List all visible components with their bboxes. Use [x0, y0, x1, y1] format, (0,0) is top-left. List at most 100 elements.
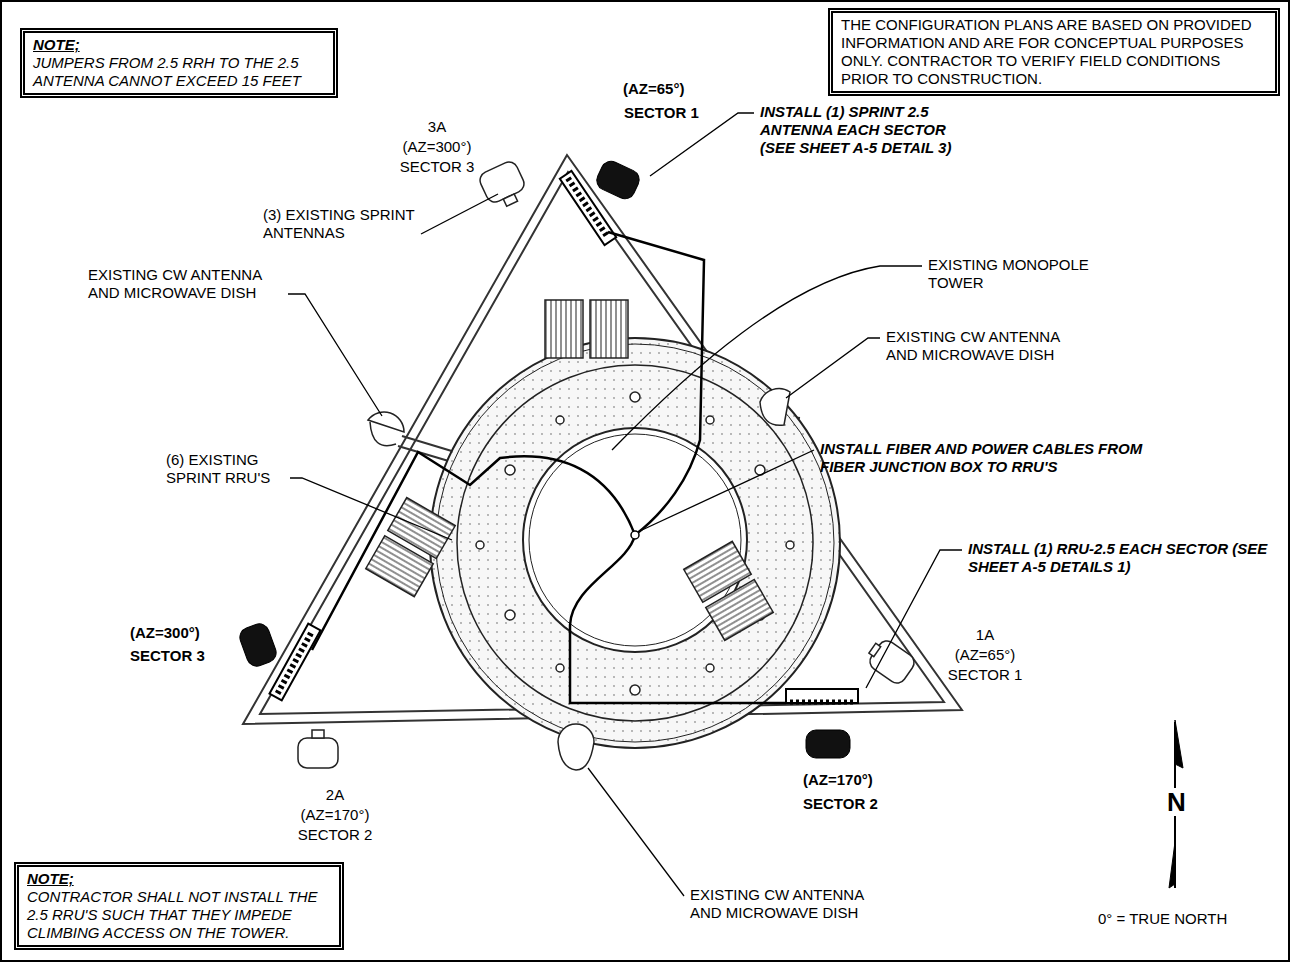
monopole-ring [457, 365, 813, 721]
new-antenna [594, 158, 643, 202]
ring-bolt [786, 541, 794, 549]
existing-antenna [869, 643, 881, 656]
microwave-dish [760, 389, 790, 426]
leader-line [866, 550, 962, 688]
fiber-cable [312, 452, 635, 650]
existing-rru [366, 498, 455, 597]
existing-rru [366, 300, 773, 640]
existing-antenna [298, 738, 338, 768]
existing-antenna [312, 730, 324, 738]
callout-label: (6) EXISTING SPRINT RRU'S [166, 451, 294, 487]
north-letter: N [1166, 788, 1187, 816]
fiber-cable [608, 232, 704, 535]
new-rru [786, 689, 858, 703]
ring-bolt [556, 416, 564, 424]
ring-bolt [630, 685, 640, 695]
callout-label: EXISTING CW ANTENNA AND MICROWAVE DISH [88, 266, 286, 302]
monopole-ring [436, 344, 834, 742]
monopole-ring [430, 338, 840, 748]
callout-label: (AZ=65°) [925, 646, 1045, 664]
callout-label: INSTALL (1) RRU-2.5 EACH SECTOR (SEE SHE… [968, 540, 1280, 576]
monopole-ring [430, 338, 840, 748]
existing-rru [590, 300, 628, 358]
callout-label: EXISTING MONOPOLE TOWER [928, 256, 1093, 292]
leader-line [642, 450, 814, 530]
new-rru [568, 178, 608, 238]
existing-antenna [477, 159, 527, 205]
new-rru [560, 171, 616, 245]
callout-label: (3) EXISTING SPRINT ANTENNAS [263, 206, 428, 242]
new-antenna [237, 621, 279, 669]
callout-label: SECTOR 1 [925, 666, 1045, 684]
callout-label: 2A [275, 786, 395, 804]
callout-label: SECTOR 3 [130, 647, 205, 665]
new-rru [790, 700, 854, 705]
callout-label: INSTALL FIBER AND POWER CABLES FROM FIBE… [820, 440, 1145, 476]
callout-label: SECTOR 3 [377, 158, 497, 176]
new-antenna [806, 730, 850, 758]
existing-antenna [866, 637, 917, 686]
new-antenna [806, 730, 850, 758]
note-box: THE CONFIGURATION PLANS ARE BASED ON PRO… [828, 8, 1280, 96]
leader-line [588, 768, 684, 896]
callout-label: SECTOR 2 [803, 795, 878, 813]
callout-label: (AZ=300°) [130, 624, 200, 642]
ring-bolt [476, 392, 794, 695]
new-antenna [237, 158, 850, 758]
platform-frame [243, 155, 962, 724]
callout-label: SECTOR 2 [275, 826, 395, 844]
note-heading: NOTE; [27, 870, 331, 888]
existing-antenna [298, 730, 338, 768]
microwave-dish [370, 422, 396, 446]
note-text: JUMPERS FROM 2.5 RRH TO THE 2.5 ANTENNA … [33, 54, 325, 90]
new-rru [269, 624, 320, 701]
leader-line [421, 194, 498, 234]
note-box: NOTE;JUMPERS FROM 2.5 RRH TO THE 2.5 ANT… [20, 28, 338, 98]
note-text: THE CONFIGURATION PLANS ARE BASED ON PRO… [841, 16, 1267, 88]
ring-bolt [706, 664, 714, 672]
callout-label: EXISTING CW ANTENNA AND MICROWAVE DISH [886, 328, 1084, 364]
fiber-junction-box [631, 531, 639, 539]
ring-bolt [476, 541, 484, 549]
callout-label: (AZ=170°) [803, 771, 873, 789]
callout-label: (AZ=170°) [275, 806, 395, 824]
fiber-cable [570, 535, 786, 703]
platform-strut [398, 446, 452, 462]
existing-antenna [477, 159, 530, 212]
new-rru [269, 624, 320, 701]
callout-label: EXISTING CW ANTENNA AND MICROWAVE DISH [690, 886, 888, 922]
existing-rru [706, 579, 773, 640]
note-text: CONTRACTOR SHALL NOT INSTALL THE 2.5 RRU… [27, 888, 331, 942]
ring-bolt [505, 465, 515, 475]
north-arrow [1175, 720, 1183, 768]
leader-line [290, 478, 452, 540]
new-rru [278, 631, 313, 694]
new-antenna [237, 621, 279, 669]
ring-bolt [556, 664, 564, 672]
platform-frame [243, 155, 962, 724]
new-rru [269, 171, 858, 703]
leader-line [288, 294, 382, 416]
new-rru [560, 171, 616, 245]
new-antenna [594, 158, 643, 202]
existing-rru [545, 300, 583, 358]
microwave-dish [558, 724, 594, 770]
existing-antenna [503, 194, 517, 206]
note-box: NOTE;CONTRACTOR SHALL NOT INSTALL THE 2.… [14, 862, 344, 950]
callout-label: 3A [377, 118, 497, 136]
callout-label: (AZ=300°) [377, 138, 497, 156]
existing-rru [684, 541, 773, 640]
ring-bolt [706, 416, 714, 424]
callout-label: 0° = TRUE NORTH [1098, 910, 1227, 928]
leader-line [786, 338, 880, 398]
microwave-dish [368, 389, 790, 770]
callout-label: SECTOR 1 [624, 104, 699, 122]
ring-bolt [630, 392, 640, 402]
callout-label: (AZ=65°) [623, 80, 684, 98]
fiber-cable [312, 232, 786, 703]
ring-bolt [505, 610, 515, 620]
callout-label: 1A [925, 626, 1045, 644]
north-arrow [1169, 842, 1175, 888]
